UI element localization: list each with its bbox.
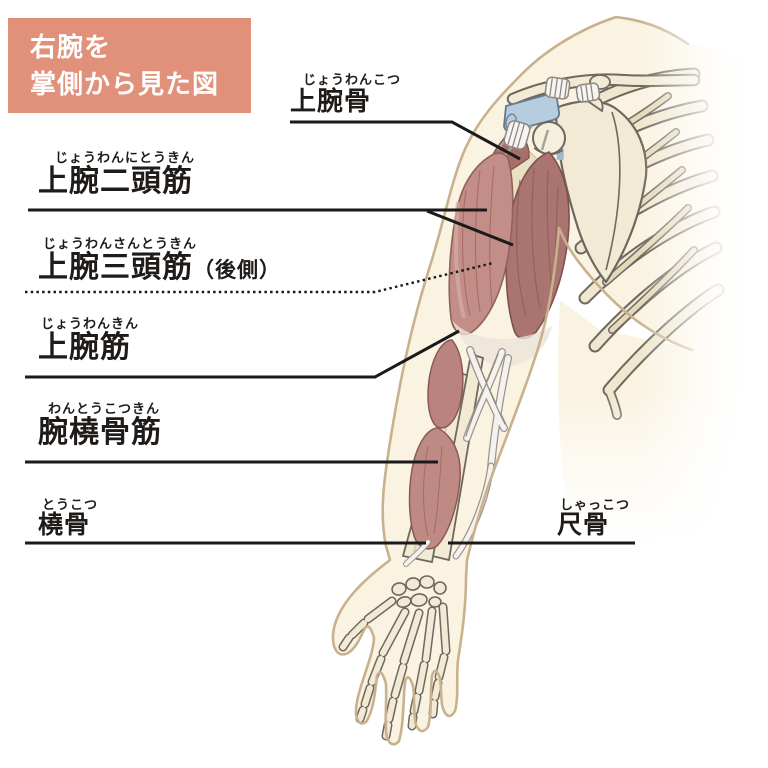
label-radius-furigana: とうこつ bbox=[42, 497, 99, 512]
label-biceps-text: 上腕二頭筋 bbox=[38, 165, 193, 198]
label-ulna-text: 尺骨 bbox=[557, 511, 610, 539]
label-triceps-suffix: （後側） bbox=[193, 259, 281, 282]
leader-brachialis bbox=[25, 329, 460, 379]
hand-bones bbox=[338, 575, 451, 741]
label-brachioradialis-furigana: わんとうこつきん bbox=[48, 401, 161, 416]
brachialis-muscle bbox=[427, 339, 464, 429]
muscle-tendon-fade bbox=[452, 320, 552, 367]
scapula-bone bbox=[554, 100, 648, 284]
label-ulna: しゃっこつ 尺骨 bbox=[557, 497, 630, 539]
label-humerus: じょうわんこつ 上腕骨 bbox=[290, 72, 401, 116]
label-ulna-furigana: しゃっこつ bbox=[560, 497, 631, 512]
label-biceps-furigana: じょうわんにとうきん bbox=[55, 150, 196, 165]
leader-triceps-dotted bbox=[25, 261, 494, 294]
label-radius-text: 橈骨 bbox=[38, 511, 91, 539]
leader-humerus bbox=[290, 120, 521, 161]
leader-lines bbox=[25, 120, 635, 545]
label-triceps-text: 上腕三頭筋（後側） bbox=[38, 251, 281, 284]
label-brachialis-furigana: じょうわんきん bbox=[41, 316, 140, 331]
label-biceps: じょうわんにとうきん 上腕二頭筋 bbox=[38, 150, 195, 198]
label-brachioradialis: わんとうこつきん 腕橈骨筋 bbox=[38, 401, 162, 449]
label-radius: とうこつ 橈骨 bbox=[38, 497, 98, 539]
title-line1: 右腕を bbox=[30, 32, 112, 62]
label-humerus-text: 上腕骨 bbox=[290, 86, 372, 116]
title-line2: 掌側から見た図 bbox=[30, 69, 220, 99]
skin-outline bbox=[331, 15, 694, 746]
label-triceps-furigana: じょうわんさんとうきん bbox=[43, 236, 198, 251]
ligament-bundles bbox=[503, 76, 601, 150]
label-brachioradialis-text: 腕橈骨筋 bbox=[38, 416, 162, 449]
label-brachialis-text: 上腕筋 bbox=[38, 331, 131, 364]
label-humerus-furigana: じょうわんこつ bbox=[303, 72, 402, 87]
leader-biceps-tip bbox=[426, 209, 514, 247]
label-triceps: じょうわんさんとうきん 上腕三頭筋（後側） bbox=[38, 236, 281, 287]
fade-bottom bbox=[545, 390, 768, 590]
title-box: 右腕を 掌側から見た図 bbox=[8, 18, 251, 113]
label-brachialis: じょうわんきん 上腕筋 bbox=[38, 316, 139, 364]
